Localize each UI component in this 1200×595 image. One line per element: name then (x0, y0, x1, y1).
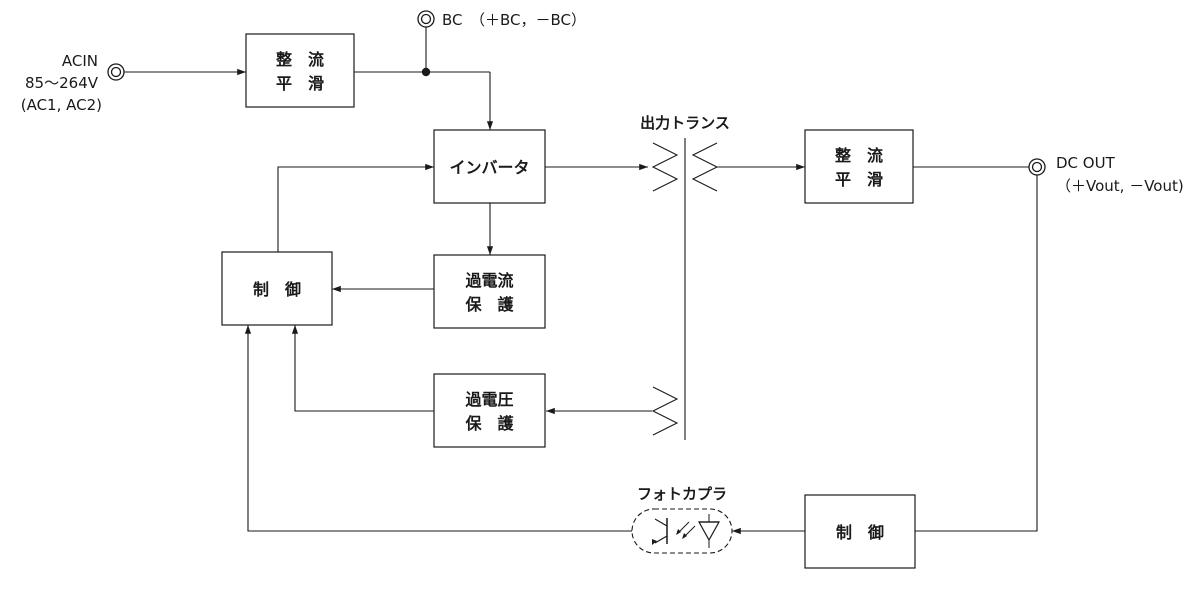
rectifier-in-line1: 整 流 (275, 50, 324, 69)
wires (124, 27, 1038, 535)
block-overcurrent-protection: 過電流 保 護 (433, 254, 546, 329)
bc-terminal (417, 10, 435, 28)
bc-label: BC (442, 11, 463, 29)
overvoltage-line2: 保 護 (464, 414, 514, 433)
block-inverter: インバータ (433, 129, 546, 204)
dcout-terminal (1028, 158, 1046, 176)
wire-dcout-to-control2 (915, 175, 1038, 532)
sense-winding (651, 386, 679, 436)
acin-terminal (107, 63, 125, 81)
block-rectifier-in: 整 流 平 滑 (245, 33, 355, 108)
transformer-label: 出力トランス (640, 114, 730, 132)
overvoltage-line1: 過電圧 (464, 390, 513, 409)
wire-overvoltage-to-control (291, 325, 434, 412)
block-rectifier-out: 整 流 平 滑 (804, 129, 914, 204)
dcout-label: DC OUT (1056, 154, 1116, 172)
acin-voltage: 85〜264V (25, 74, 99, 92)
acin-label: ACIN (62, 52, 98, 70)
primary-winding (651, 142, 679, 192)
rectifier-out-line2: 平 滑 (835, 170, 883, 189)
output-transformer-symbol (651, 138, 719, 440)
rectifier-in-line2: 平 滑 (276, 74, 324, 93)
bc-terminals: （＋BC，－BC） (470, 11, 586, 29)
control-secondary-label: 制 御 (836, 523, 884, 542)
wire-control-to-inverter (277, 163, 434, 252)
wire-photocoupler-to-control (244, 325, 632, 532)
photocoupler-label: フォトカプラ (637, 485, 727, 503)
acin-terminals: (AC1, AC2) (21, 96, 102, 114)
control-main-label: 制 御 (253, 280, 301, 299)
secondary-winding (691, 142, 719, 192)
block-overvoltage-protection: 過電圧 保 護 (433, 373, 546, 448)
overcurrent-line2: 保 護 (464, 295, 514, 314)
junction-dot (421, 67, 431, 77)
block-control-main: 制 御 (221, 251, 333, 326)
photocoupler-symbol (631, 508, 733, 554)
inverter-label: インバータ (449, 158, 529, 177)
rectifier-out-line1: 整 流 (834, 146, 883, 165)
dcout-terminals: （＋Vout, －Vout) (1056, 177, 1184, 195)
block-control-secondary: 制 御 (804, 494, 916, 569)
overcurrent-line1: 過電流 (464, 271, 513, 290)
